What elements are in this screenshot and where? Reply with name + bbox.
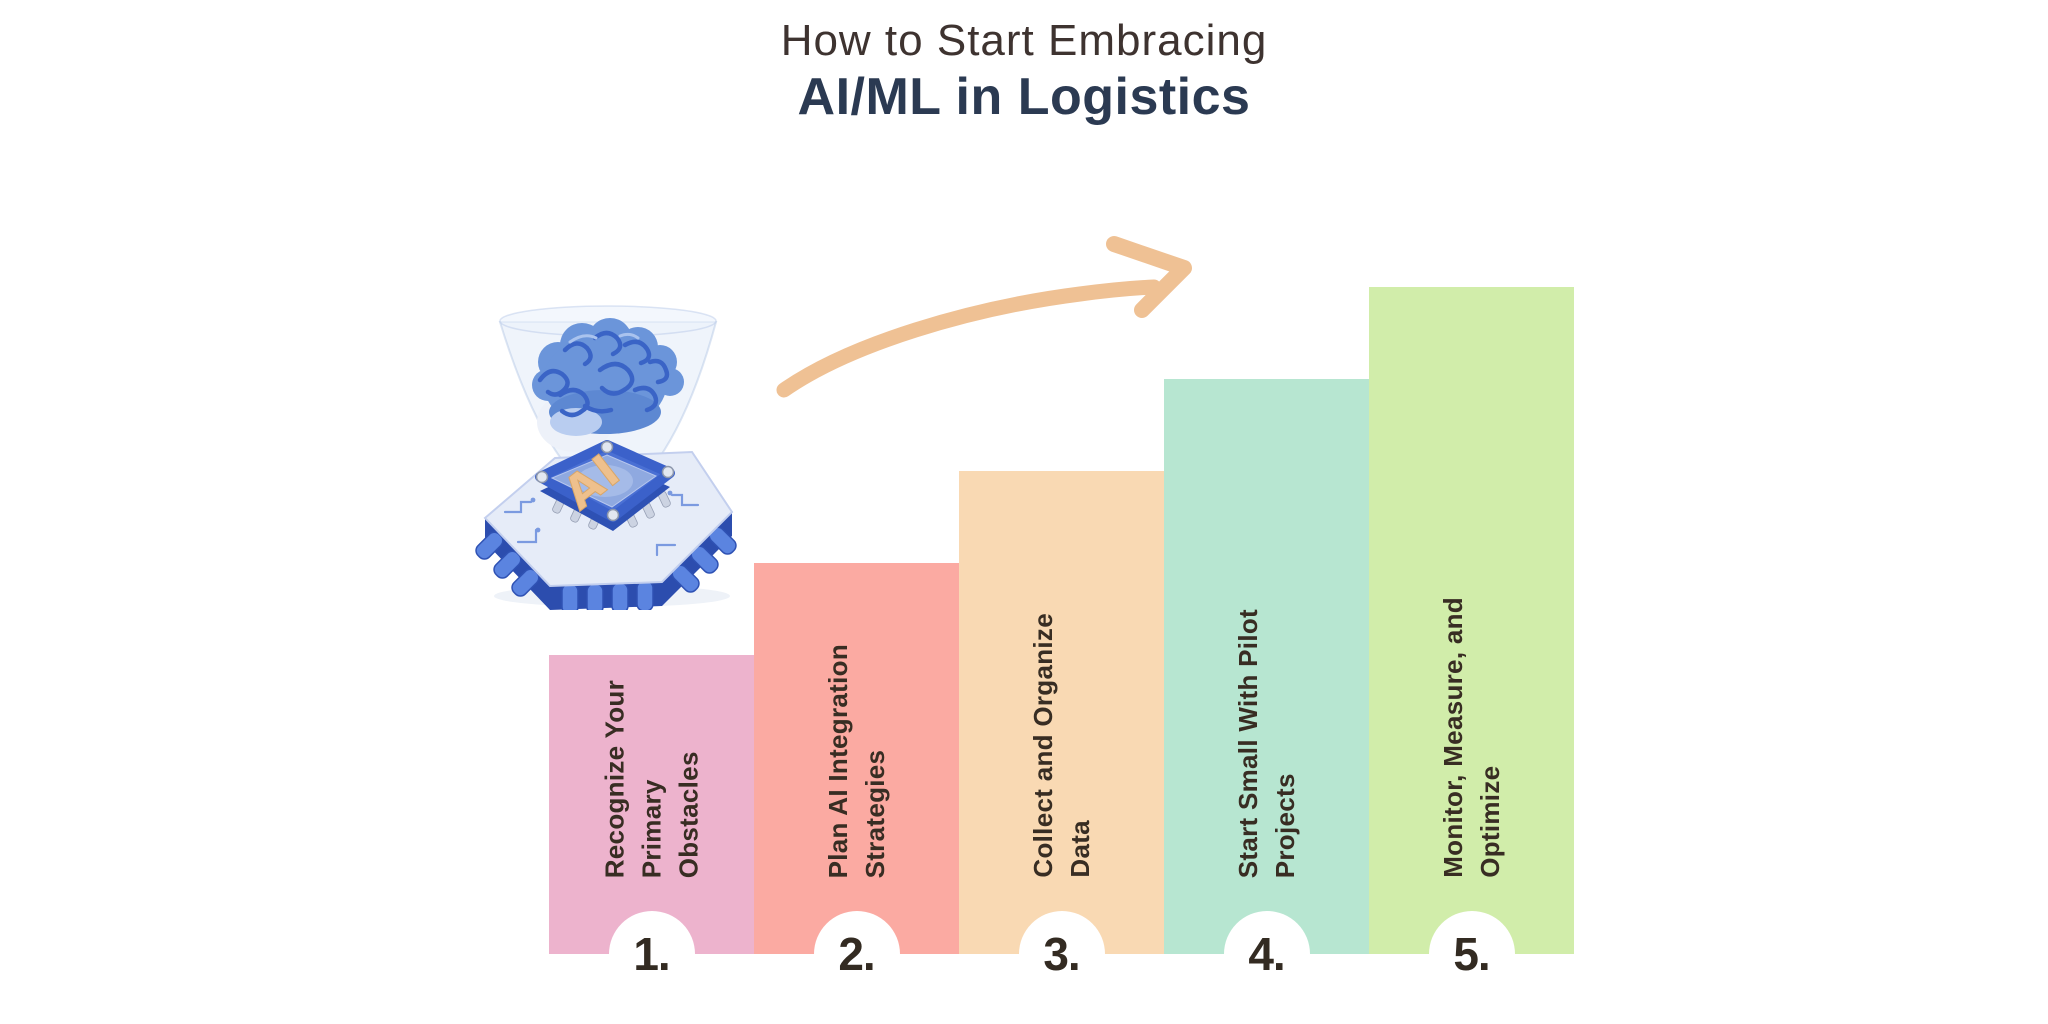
- step-bar-4: Start Small With Pilot Projects 4.: [1164, 379, 1369, 997]
- step-3-label: Collect and Organize Data: [1025, 613, 1099, 878]
- step-bar-5: Monitor, Measure, and Optimize 5.: [1369, 287, 1574, 997]
- ai-brain-chip-illustration: AI: [475, 305, 737, 610]
- step-3-number-badge: 3.: [1018, 911, 1105, 997]
- step-bar-3: Collect and Organize Data 3.: [959, 471, 1164, 997]
- step-label-line: Data: [1064, 820, 1095, 878]
- step-5-label: Monitor, Measure, and Optimize: [1435, 597, 1509, 878]
- step-number: 1.: [633, 928, 670, 980]
- step-bar-2: Plan AI Integration Strategies 2.: [754, 563, 959, 997]
- step-number: 4.: [1248, 928, 1285, 980]
- page-title: How to Start Embracing AI/ML in Logistic…: [0, 14, 2048, 126]
- step-label-line: Start Small With Pilot: [1232, 608, 1263, 878]
- step-number: 2.: [838, 928, 875, 980]
- step-label-line: Recognize Your: [599, 679, 629, 878]
- title-line2: AI/ML in Logistics: [797, 68, 1251, 126]
- step-label-line: Collect and Organize: [1027, 613, 1058, 878]
- step-label-line: Optimize: [1474, 765, 1505, 878]
- step-4-label: Start Small With Pilot Projects: [1230, 609, 1304, 878]
- step-label-line: Primary: [636, 779, 666, 878]
- step-4-number-badge: 4.: [1223, 911, 1310, 997]
- brain-icon: [532, 318, 684, 436]
- step-number: 3.: [1043, 928, 1080, 980]
- step-label-line: Obstacles: [673, 751, 703, 878]
- ai-chip-icon: AI: [475, 440, 737, 610]
- step-label-line: Strategies: [859, 749, 890, 878]
- step-1-label: Recognize Your Primary Obstacles: [596, 680, 707, 878]
- step-2-number-badge: 2.: [813, 911, 900, 997]
- step-label-line: Projects: [1269, 772, 1300, 878]
- curved-growth-arrow-icon: [776, 236, 1192, 398]
- step-label-line: Plan AI Integration: [822, 643, 853, 878]
- step-2-label: Plan AI Integration Strategies: [820, 644, 894, 878]
- title-line1: How to Start Embracing: [780, 16, 1268, 65]
- step-label-line: Monitor, Measure, and: [1437, 597, 1468, 878]
- step-5-number-badge: 5.: [1428, 911, 1515, 997]
- step-bar-1: Recognize Your Primary Obstacles 1.: [549, 655, 754, 997]
- step-1-number-badge: 1.: [608, 911, 695, 997]
- step-number: 5.: [1453, 928, 1490, 980]
